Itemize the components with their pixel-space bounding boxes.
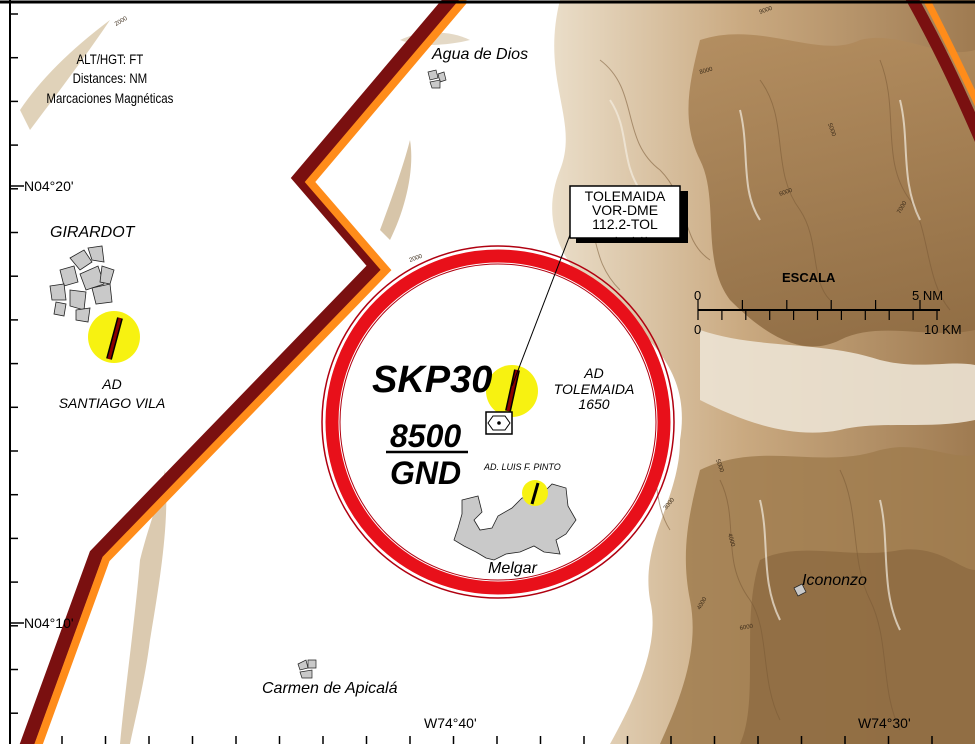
small-town-icons — [297, 69, 807, 679]
place-labels: Agua de Dios GIRARDOT AD SANTIAGO VILA A… — [50, 46, 867, 697]
restricted-area-id: SKP30 — [372, 359, 492, 401]
navaid-callout-leader — [511, 213, 579, 387]
aerodrome-santiago-vila-symbol — [88, 311, 140, 363]
melgar-town — [453, 483, 577, 561]
contour-label: 8000 — [699, 67, 714, 76]
scale-bar: ESCALA 0 5 NM 0 10 KM — [694, 270, 962, 337]
legend: ALT/HGT: FT Distances: NM Marcaciones Ma… — [46, 51, 173, 106]
scale-nm-zero: 0 — [694, 288, 701, 303]
coordinates: N04°20' N04°10' W74°40' W74°30' — [10, 178, 911, 731]
contour-label: 9000 — [759, 5, 774, 15]
navaid-name: TOLEMAIDA — [585, 188, 666, 204]
vor-dme-icon — [485, 411, 513, 435]
aerodrome-luis-pinto-symbol — [522, 480, 548, 506]
latitude-20: N04°20' — [24, 178, 74, 194]
legend-units: ALT/HGT: FT — [77, 51, 144, 67]
latitude-10: N04°10' — [24, 615, 74, 631]
aerodrome-tolemaida-label: AD TOLEMAIDA 1650 — [554, 365, 635, 412]
place-ad-santiago-1: AD — [101, 376, 121, 392]
scale-km-max: 10 KM — [924, 322, 962, 337]
contour-label: 6000 — [779, 187, 794, 197]
contour-label: 6000 — [739, 624, 754, 632]
aerodrome-tolemaida-symbol-inner — [486, 365, 538, 417]
contour-label: 5000 — [826, 123, 836, 138]
girardot-town — [49, 245, 115, 323]
scale-nm-max: 5 NM — [912, 288, 943, 303]
navaid-type: VOR-DME — [592, 202, 658, 218]
contour-label: 2000 — [409, 253, 424, 263]
legend-bearings: Marcaciones Magnéticas — [46, 90, 173, 106]
navaid-morse: - - - · - - - · - · · — [602, 235, 647, 242]
restricted-area-lower: GND — [390, 455, 461, 491]
restricted-area-labels: SKP30 8500 GND — [372, 359, 492, 491]
contour-label: 4000 — [726, 533, 735, 548]
scale-title: ESCALA — [782, 270, 836, 285]
longitude-30: W74°30' — [858, 715, 911, 731]
place-girardot: GIRARDOT — [50, 224, 136, 241]
aerodrome-tolemaida-elevation: 1650 — [578, 396, 609, 412]
aerodrome-tolemaida-name: TOLEMAIDA — [554, 381, 635, 397]
navaid-callout-box: TOLEMAIDA VOR-DME 112.2-TOL - - - · - - … — [569, 185, 688, 243]
contour-label: 2000 — [114, 16, 129, 28]
contour-label: 5000 — [714, 459, 724, 474]
scale-km-zero: 0 — [694, 322, 701, 337]
place-melgar: Melgar — [488, 560, 538, 577]
longitude-40: W74°40' — [424, 715, 477, 731]
aerodrome-tolemaida-ad: AD — [583, 365, 603, 381]
place-icononzo: Icononzo — [802, 572, 867, 589]
restricted-area-upper: 8500 — [390, 418, 461, 454]
airspace-boundary-left — [19, 0, 469, 744]
place-carmen-de-apicala: Carmen de Apicalá — [262, 680, 398, 697]
legend-distances: Distances: NM — [73, 70, 148, 86]
place-ad-santiago-2: SANTIAGO VILA — [59, 395, 166, 411]
place-ad-luis-pinto: AD. LUIS F. PINTO — [483, 462, 561, 472]
navaid-frequency: 112.2-TOL — [592, 216, 658, 232]
place-agua-de-dios: Agua de Dios — [431, 46, 528, 63]
